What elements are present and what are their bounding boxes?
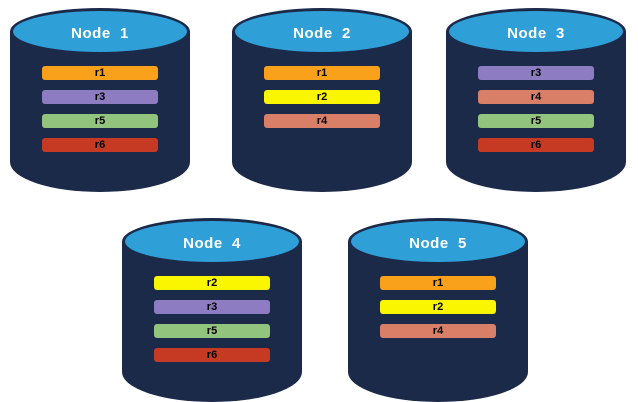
replica-bar: r5 [42,114,158,128]
replica-bar: r3 [154,300,270,314]
replica-bar: r6 [42,138,158,152]
node-label: Node 4 [183,235,241,252]
replica-bar: r5 [154,324,270,338]
replica-bar: r2 [380,300,496,314]
replica-bar: r2 [264,90,380,104]
cylinder-body [10,31,190,192]
replica-bar: r4 [264,114,380,128]
node-label: Node 1 [71,25,129,42]
replica-list: r1 r2 r4 [348,276,528,338]
cylinder-top-ellipse: Node 3 [446,8,626,55]
replica-bar: r6 [478,138,594,152]
node-cylinder: Node 3 r3 r4 r5 r6 [446,8,626,192]
cylinder-top-ellipse: Node 2 [232,8,412,55]
cylinder-body [446,31,626,192]
replica-bar: r5 [478,114,594,128]
replica-bar: r3 [478,66,594,80]
node-cylinder: Node 2 r1 r2 r4 [232,8,412,192]
node-label: Node 3 [507,25,565,42]
replica-bar: r4 [380,324,496,338]
node-cylinder: Node 1 r1 r3 r5 r6 [10,8,190,192]
node-label: Node 2 [293,25,351,42]
replica-bar: r4 [478,90,594,104]
replica-list: r3 r4 r5 r6 [446,66,626,152]
replica-bar: r1 [264,66,380,80]
node-label: Node 5 [409,235,467,252]
replica-list: r1 r2 r4 [232,66,412,128]
replica-bar: r1 [42,66,158,80]
replica-bar: r1 [380,276,496,290]
node-cylinder: Node 4 r2 r3 r5 r6 [122,218,302,402]
replica-list: r1 r3 r5 r6 [10,66,190,152]
cylinder-body [348,241,528,402]
replica-bar: r6 [154,348,270,362]
cylinder-top-ellipse: Node 5 [348,218,528,265]
cylinder-body [122,241,302,402]
replica-bar: r3 [42,90,158,104]
cylinder-top-ellipse: Node 4 [122,218,302,265]
replica-list: r2 r3 r5 r6 [122,276,302,362]
cylinder-top-ellipse: Node 1 [10,8,190,55]
replica-bar: r2 [154,276,270,290]
cylinder-body [232,31,412,192]
node-cylinder: Node 5 r1 r2 r4 [348,218,528,402]
